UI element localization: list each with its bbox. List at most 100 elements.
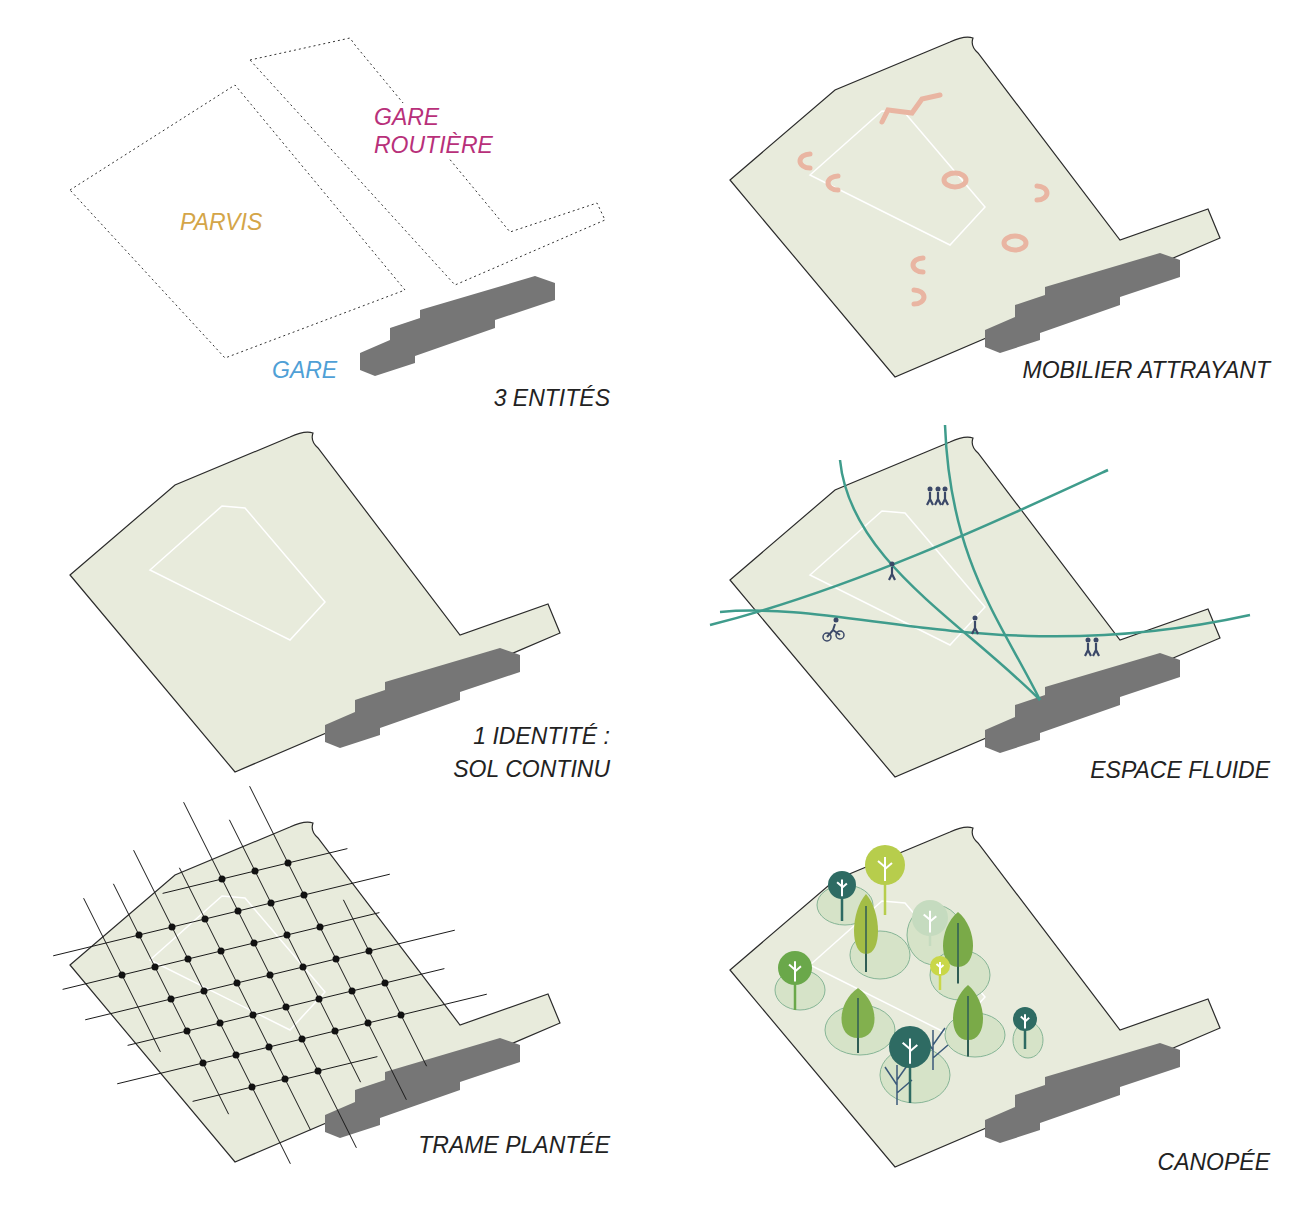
- tree-point: [317, 924, 324, 931]
- tree-point: [152, 964, 159, 971]
- tree-point: [250, 1012, 257, 1019]
- panel-caption: MOBILIER ATTRAYANT: [940, 355, 1270, 385]
- tree-point: [284, 932, 291, 939]
- bench-arc: [800, 154, 810, 168]
- tree-point: [316, 996, 323, 1003]
- tree-point: [119, 972, 126, 979]
- tree-point: [382, 980, 389, 987]
- tree-point: [315, 1068, 322, 1075]
- leaf-tree: [842, 988, 875, 1053]
- flow-line: [840, 460, 1040, 700]
- station-building: [360, 276, 555, 376]
- panel-caption: 1 IDENTITÉ : SOL CONTINU: [425, 720, 610, 786]
- bench-zigzag: [882, 95, 940, 122]
- seat-ring: [1004, 236, 1026, 250]
- tree-point: [282, 1076, 289, 1083]
- grid-line: [250, 786, 407, 1100]
- pedestrian-icon: [1093, 638, 1099, 657]
- continuous-ground-panel: [70, 432, 560, 772]
- forecourt-area: PARVIS: [65, 80, 410, 365]
- panel-caption: 3 ENTITÉS: [390, 383, 610, 413]
- tree-point: [235, 908, 242, 915]
- grid-line: [343, 900, 426, 1066]
- tree-point: [285, 860, 292, 867]
- tree-point: [299, 1036, 306, 1043]
- tree-point: [202, 916, 209, 923]
- tree-point: [234, 980, 241, 987]
- grid-line: [163, 849, 348, 894]
- pedestrian-icon: [942, 487, 948, 506]
- inner-outline: [810, 111, 985, 245]
- seat-ring: [944, 173, 966, 187]
- leaf-tree: [854, 894, 878, 972]
- round-tree: [912, 900, 948, 946]
- tree-point: [366, 948, 373, 955]
- tree-point: [200, 1060, 207, 1067]
- leaf-tree: [953, 985, 983, 1057]
- tree-point: [185, 956, 192, 963]
- round-tree: [889, 1026, 931, 1103]
- tree-point: [233, 1052, 240, 1059]
- ground-plane: [730, 437, 1220, 777]
- round-tree: [778, 951, 812, 1010]
- grid-line: [229, 820, 360, 1082]
- tree-point: [365, 1020, 372, 1027]
- station-building: [985, 1043, 1180, 1143]
- grid-line: [84, 898, 161, 1052]
- grid-line: [179, 868, 310, 1130]
- mobilier-panel: [730, 37, 1220, 377]
- tree-point: [251, 940, 258, 947]
- tree-point: [136, 932, 143, 939]
- panel-caption: ESPACE FLUIDE: [1010, 755, 1270, 785]
- tree-point: [184, 1028, 191, 1035]
- station-building: [985, 653, 1180, 753]
- tree-point: [283, 1004, 290, 1011]
- panel-caption: TRAME PLANTÉE: [350, 1130, 610, 1160]
- tree-point: [252, 868, 259, 875]
- panel-caption: CANOPÉE: [1050, 1147, 1270, 1177]
- flow-line: [710, 470, 1108, 625]
- bench-arc: [914, 290, 924, 304]
- grid-line: [193, 1057, 378, 1102]
- ground-plane: [730, 37, 1220, 377]
- tree-point: [249, 1084, 256, 1091]
- tree-point: [349, 988, 356, 995]
- round-tree: [1013, 1007, 1037, 1049]
- station-building: [325, 1038, 520, 1138]
- tree-point: [168, 996, 175, 1003]
- station-building: [985, 253, 1180, 353]
- tree-point: [301, 892, 308, 899]
- pedestrian-icon: [1085, 638, 1091, 657]
- tree-point: [267, 972, 274, 979]
- pedestrian-icon: [889, 562, 895, 581]
- area-name: GARE ROUTIÈRE: [372, 103, 526, 159]
- bus-station-area: GARE ROUTIÈRE: [245, 30, 610, 290]
- grid-line: [113, 884, 228, 1114]
- tree-point: [266, 1044, 273, 1051]
- tree-point: [201, 988, 208, 995]
- grid-line: [134, 850, 291, 1164]
- station-name: GARE: [272, 355, 382, 385]
- tree-point: [219, 876, 226, 883]
- tree-point: [332, 1028, 339, 1035]
- pedestrian-icon: [972, 616, 978, 635]
- fluid-space-panel: [730, 437, 1220, 777]
- canopy-panel: [730, 827, 1220, 1167]
- grid-line: [117, 994, 487, 1084]
- round-tree: [930, 956, 950, 990]
- tree-point: [333, 956, 340, 963]
- tree-point: [300, 964, 307, 971]
- cyclist-icon: [823, 618, 844, 642]
- area-name: PARVIS: [178, 208, 264, 236]
- ground-plane: [730, 827, 1220, 1167]
- dashed-outline: [245, 30, 610, 290]
- leaf-tree: [943, 912, 973, 984]
- flow-line: [720, 611, 1250, 637]
- pedestrian-icon: [927, 487, 933, 506]
- bare-tree: [885, 1063, 912, 1105]
- grid-line: [85, 930, 455, 1020]
- round-tree: [828, 871, 856, 921]
- inner-outline: [150, 506, 325, 640]
- grid-line: [53, 874, 390, 956]
